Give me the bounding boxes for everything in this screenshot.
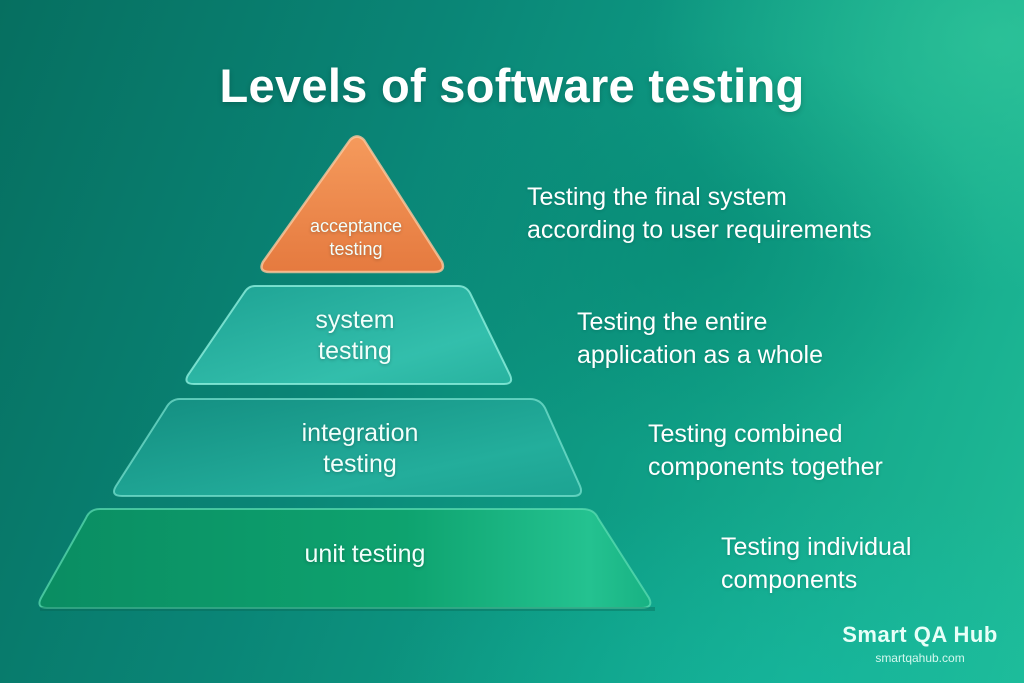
acceptance-testing-label: acceptance testing <box>309 216 403 259</box>
unit-testing-description: Testing individual components <box>721 533 912 594</box>
integration-level-shape <box>113 398 583 497</box>
brand-url: smartqahub.com <box>875 651 965 665</box>
brand-name: Smart QA Hub <box>842 622 998 647</box>
integration-testing-label: integration testing <box>301 419 419 479</box>
acceptance-testing-description: Testing the final system according to us… <box>527 183 872 244</box>
acceptance-level-shape <box>260 135 445 274</box>
system-testing-description: Testing the entire application as a whol… <box>577 308 823 369</box>
system-testing-label: system testing <box>315 306 395 366</box>
unit-testing-label: unit testing <box>304 540 426 568</box>
integration-testing-description: Testing combined components together <box>648 420 883 481</box>
system-level-shape <box>185 285 513 385</box>
brand-logo: Smart QA Hub smartqahub.com <box>840 622 1000 665</box>
diagram-title: Levels of software testing <box>219 59 805 112</box>
unit-level-shape <box>38 508 655 611</box>
